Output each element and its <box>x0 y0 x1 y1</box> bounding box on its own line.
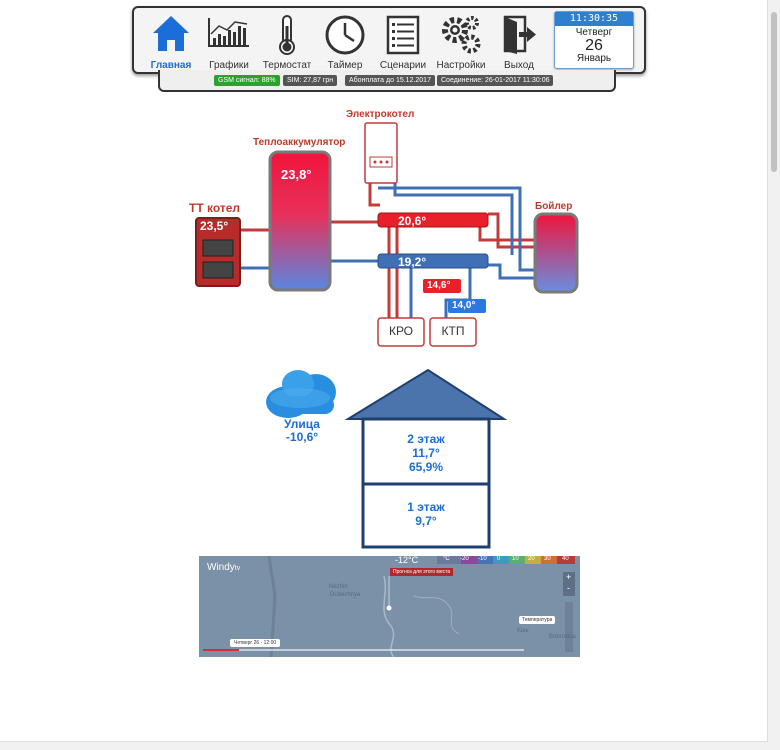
ktp-temp-tag <box>448 299 486 313</box>
windy-scale-unit: °C <box>443 556 450 562</box>
nav-home[interactable]: Главная <box>140 12 202 72</box>
nav-timer-label: Таймер <box>327 60 363 71</box>
supply-manifold <box>377 212 489 228</box>
thermometer-icon <box>279 15 295 55</box>
floor2-label: 2 этаж <box>407 432 445 446</box>
windy-logo: Windytv <box>207 562 241 573</box>
ktp-label: КТП <box>441 324 465 338</box>
nav-timer[interactable]: Таймер <box>314 12 376 72</box>
floor2-humidity: 65,9% <box>408 460 444 474</box>
electric-boiler-label: Электрокотел <box>346 109 415 120</box>
kro-temp-tag <box>423 279 461 293</box>
nav-scenarios-label: Сценарии <box>379 60 427 71</box>
vertical-scrollbar[interactable] <box>767 0 780 750</box>
windy-scale-tick: 0 <box>497 556 501 562</box>
scrollbar-thumb[interactable] <box>771 12 777 172</box>
top-navigation-bar: Главная Графики Термостат Таймер <box>132 6 646 74</box>
supply-temp: 20,6° <box>398 214 427 228</box>
windy-zoom-in-button[interactable]: + <box>566 572 572 582</box>
windy-zoom-out-button[interactable]: - <box>567 583 570 593</box>
exit-icon <box>503 15 536 54</box>
kro-box <box>377 317 425 347</box>
nav-settings-label: Настройки <box>436 60 486 71</box>
windy-scale-tick: -10 <box>478 556 487 562</box>
home-icon <box>153 16 189 51</box>
calendar-month: Январь <box>576 53 612 64</box>
status-bar: GSM сигнал: 88% SIM: 27,87 грн Абонплата… <box>158 70 616 92</box>
kro-label: КРО <box>388 324 414 338</box>
kro-temp: 14,6° <box>427 280 451 291</box>
windy-scale-tick: 30 <box>544 556 551 562</box>
floor1-label: 1 этаж <box>407 500 445 514</box>
connection-badge: Соединение: 26-01-2017 11:30:06 <box>437 75 554 86</box>
windy-scale-tick: 10 <box>512 556 519 562</box>
windy-current-temp: -12°C <box>395 556 419 565</box>
tt-boiler-label: ТТ котел <box>189 201 241 215</box>
windy-place-label: Kiev <box>517 628 529 634</box>
outside-temp: -10,6° <box>285 430 319 444</box>
water-heater-label: Бойлер <box>535 201 573 212</box>
windy-scale-tick: 40 <box>562 556 569 562</box>
subscription-badge: Абонплата до 15.12.2017 <box>345 75 435 86</box>
house-roof <box>344 368 508 420</box>
nav-exit[interactable]: Выход <box>488 12 550 72</box>
water-heater-tank <box>533 212 579 294</box>
ktp-temp: 14,0° <box>452 300 476 311</box>
return-manifold <box>377 253 489 269</box>
tt-boiler-door-top <box>202 239 234 257</box>
windy-place-label: Dubechnya <box>330 592 361 598</box>
calendar-widget: 11:30:35 Четверг 26 Январь <box>554 11 634 69</box>
floor1-temp: 9,7° <box>415 514 437 528</box>
outside-label: Улица <box>284 417 320 431</box>
electric-boiler-body <box>364 122 398 184</box>
gsm-signal-badge: GSM сигнал: 88% <box>214 75 280 86</box>
gears-icon <box>442 16 481 54</box>
nav-charts[interactable]: Графики <box>198 12 260 72</box>
return-temp: 19,2° <box>398 255 427 269</box>
windy-timeline-label[interactable]: Четверг 26 - 12:00 <box>230 639 281 647</box>
windy-layer-label[interactable]: Температура <box>519 616 556 624</box>
heat-accumulator-tank <box>268 150 332 292</box>
heat-accumulator-temp: 23,8° <box>281 167 312 182</box>
windy-scale-tick: -20 <box>460 556 469 562</box>
windy-forecast-button[interactable]: Прогноз для этого места <box>390 568 454 576</box>
nav-scenarios[interactable]: Сценарии <box>372 12 434 72</box>
clock-time: 11:30:35 <box>555 12 633 26</box>
horizontal-scrollbar[interactable] <box>0 741 768 750</box>
nav-thermostat-label: Термостат <box>262 60 312 71</box>
calendar-day: 26 <box>585 37 603 54</box>
windy-place-label: Nezhin <box>329 584 348 590</box>
nav-thermostat[interactable]: Термостат <box>256 12 318 72</box>
nav-settings[interactable]: Настройки <box>430 12 492 72</box>
windy-place-label: Bobrovica <box>549 634 576 640</box>
chart-icon <box>208 18 249 47</box>
windy-map-widget[interactable]: Windytv -12°C Прогноз для этого места °C… <box>199 556 580 657</box>
nav-exit-label: Выход <box>504 60 534 71</box>
list-icon <box>386 15 420 55</box>
ktp-box <box>429 317 477 347</box>
cloud-icon <box>266 370 336 418</box>
nav-charts-label: Графики <box>209 60 249 71</box>
tt-boiler-temp: 23,5° <box>200 219 229 233</box>
tt-boiler-door-bottom <box>202 261 234 279</box>
clock-icon <box>325 15 365 55</box>
sim-balance-badge: SIM: 27,87 грн <box>283 75 338 86</box>
floor2-temp: 11,7° <box>412 446 440 460</box>
windy-scale-tick: 20 <box>528 556 535 562</box>
heat-accumulator-label: Теплоаккумулятор <box>253 137 346 148</box>
nav-home-label: Главная <box>150 60 192 71</box>
calendar-weekday: Четверг <box>575 27 613 38</box>
